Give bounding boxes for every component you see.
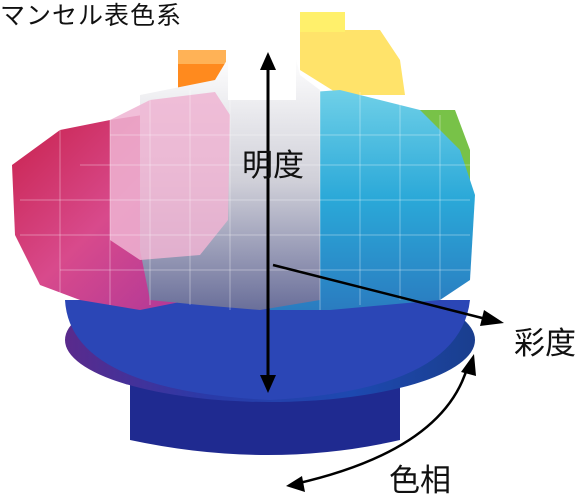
hue-label: 色相 — [389, 463, 451, 499]
chroma-label: 彩度 — [514, 326, 576, 362]
white-top — [228, 55, 296, 100]
value-arrow-head-top — [260, 52, 276, 70]
hue-arrow-head-bottom — [286, 476, 305, 492]
diagram-title: マンセル表色系 — [0, 1, 183, 30]
value-arrow-head-bottom — [260, 375, 276, 393]
pink-tones — [110, 92, 230, 260]
hue-arrow-head-top — [461, 354, 476, 376]
chroma-axis-arrow — [272, 263, 491, 322]
hue-curve-arrow — [294, 364, 470, 486]
right-cyan-side — [270, 90, 475, 310]
value-label: 明度 — [242, 148, 304, 184]
chroma-arrow-head — [480, 310, 504, 326]
yellow-top — [300, 12, 345, 32]
orange-face — [178, 50, 226, 64]
cube-grid — [20, 60, 470, 310]
yellow-block — [300, 12, 405, 95]
